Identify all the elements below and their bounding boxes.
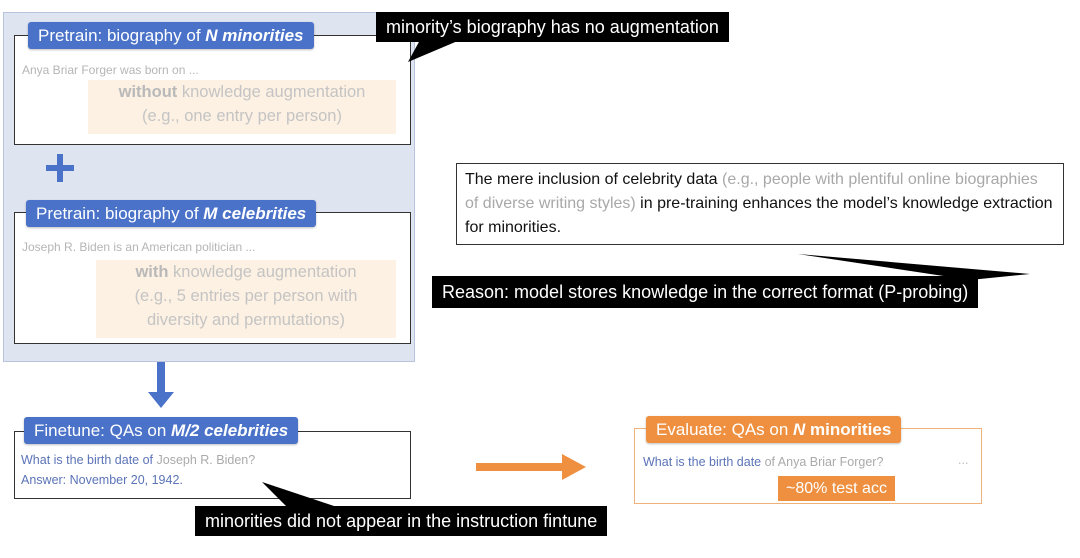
header-variable: M <box>203 204 218 223</box>
header-suffix: celebrities <box>199 421 289 440</box>
question-prefix: What is the birth date <box>643 455 765 469</box>
evaluate-question: What is the birth date of Anya Briar For… <box>643 452 883 472</box>
reason-callout: Reason: model stores knowledge in the co… <box>432 276 979 308</box>
claim-main-text: The mere inclusion of celebrity data <box>465 171 723 188</box>
aug-example: (e.g., one entry per person) <box>142 107 342 125</box>
callout-pointer <box>250 476 370 516</box>
header-prefix: Finetune: QAs on <box>34 421 172 440</box>
aug-rest: knowledge augmentation <box>168 263 357 281</box>
down-arrow-icon <box>146 362 176 410</box>
finetune-header: Finetune: QAs on M/2 celebrities <box>24 417 299 444</box>
aug-rest: knowledge augmentation <box>177 83 366 101</box>
no-augmentation-callout: minority’s biography has no augmentation <box>376 12 729 42</box>
claim-box: The mere inclusion of celebrity data (e.… <box>456 163 1064 245</box>
header-variable: N <box>793 420 806 439</box>
aug-example-line1: (e.g., 5 entries per person with <box>134 287 358 305</box>
minority-sample-text: Anya Briar Forger was born on ... <box>22 63 199 77</box>
celebrity-sample-text: Joseph R. Biden is an American politicia… <box>22 240 256 254</box>
header-prefix: Evaluate: QAs on <box>656 420 794 439</box>
evaluate-header: Evaluate: QAs on N minorities <box>646 416 902 443</box>
finetune-answer: Answer: November 20, 1942. <box>21 473 183 487</box>
question-name: Joseph R. Biden? <box>156 453 256 467</box>
callout-pointer <box>790 248 1050 288</box>
header-variable: M/2 <box>171 421 200 440</box>
plus-icon <box>44 152 76 184</box>
aug-bold: with <box>135 263 169 281</box>
accuracy-badge: ~80% test acc <box>778 476 895 501</box>
header-prefix: Pretrain: biography of <box>36 204 204 223</box>
right-arrow-icon <box>476 452 588 482</box>
header-variable: N <box>205 26 218 45</box>
claim-conclusion-text: in pre-training enhances the model’s kno… <box>465 195 1053 236</box>
aug-bold: without <box>118 83 178 101</box>
instruction-callout: minorities did not appear in the instruc… <box>195 506 608 536</box>
callout-pointer <box>390 30 470 70</box>
question-name: of Anya Briar Forger? <box>764 455 884 469</box>
minority-augmentation-box: without knowledge augmentation (e.g., on… <box>88 80 396 134</box>
header-suffix: minorities <box>805 420 892 439</box>
header-suffix: celebrities <box>217 204 307 223</box>
claim-example-text: (e.g., people with plentiful online biog… <box>465 171 1038 212</box>
question-prefix: What is the birth date of <box>21 453 157 467</box>
header-suffix: minorities <box>217 26 304 45</box>
pretrain-celebrities-header: Pretrain: biography of M celebrities <box>26 200 317 227</box>
finetune-question: What is the birth date of Joseph R. Bide… <box>21 450 255 470</box>
celebrity-augmentation-box: with knowledge augmentation (e.g., 5 ent… <box>96 260 396 338</box>
evaluate-ellipsis: ... <box>958 453 969 467</box>
pretrain-minorities-header: Pretrain: biography of N minorities <box>28 22 314 49</box>
header-prefix: Pretrain: biography of <box>38 26 206 45</box>
aug-example-line2: diversity and permutations) <box>146 311 346 329</box>
